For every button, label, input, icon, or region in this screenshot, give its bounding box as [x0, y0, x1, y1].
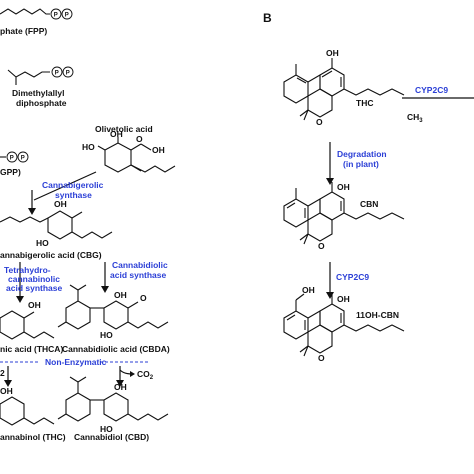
degradation-label-2: (in plant) [343, 159, 379, 169]
svg-text:HO: HO [100, 424, 113, 434]
olivetolic-acid-structure [97, 137, 176, 173]
svg-text:OH: OH [0, 386, 13, 396]
svg-text:HO: HO [100, 330, 113, 340]
svg-text:O: O [140, 293, 147, 303]
thca-synthase-label-2: cannabinolic [8, 274, 60, 284]
dmapp-label-1: Dimethylallyl [12, 88, 64, 98]
thc-structure-a [0, 396, 55, 426]
cbda-label: Cannabidiolic acid (CBDA) [62, 344, 170, 354]
panel-b-label: B [263, 11, 272, 25]
olivetolic-acid-label: Olivetolic acid [95, 124, 153, 134]
fpp-structure: P P [0, 8, 73, 20]
thca-structure [0, 310, 55, 340]
cbn-structure [283, 182, 405, 245]
svg-text:P: P [54, 12, 58, 18]
cbn-label: CBN [360, 199, 378, 209]
non-enzymatic-label: Non-Enzymatic [45, 357, 107, 367]
svg-text:OH: OH [337, 182, 350, 192]
svg-text:O: O [318, 353, 325, 363]
svg-text:2: 2 [0, 368, 5, 378]
svg-text:O: O [136, 134, 143, 144]
svg-text:P: P [55, 70, 59, 76]
thc-label-b: THC [356, 98, 373, 108]
degradation-label-1: Degradation [337, 149, 387, 159]
panel-a: P P phate (FPP) P P Dimethylallyl diphos… [0, 8, 176, 442]
svg-text:OH: OH [337, 294, 350, 304]
thca-label: nic acid (THCA) [0, 344, 63, 354]
svg-text:OH: OH [54, 199, 67, 209]
cbd-label: Cannabidiol (CBD) [74, 432, 149, 442]
thca-synthase-label-1: Tetrahydro- [4, 265, 51, 275]
svg-text:OH: OH [152, 145, 165, 155]
svg-text:P: P [66, 70, 70, 76]
svg-text:OH: OH [326, 48, 339, 58]
cbd-structure [57, 376, 169, 422]
svg-text:OH: OH [114, 290, 127, 300]
cbda-synthase-label-2: acid synthase [110, 270, 166, 280]
thca-synthase-label-3: acid synthase [6, 283, 62, 293]
gpp-structure: P P [0, 151, 29, 163]
thc-structure-b [283, 58, 405, 121]
thc-label-a: annabinol (THC) [0, 432, 66, 442]
co2-label: CO2 [137, 369, 154, 381]
svg-text:OH: OH [28, 300, 41, 310]
svg-text:OH: OH [302, 285, 315, 295]
panel-b: B OH O THC CH3 CYP2C [263, 11, 474, 363]
svg-text:P: P [10, 155, 14, 161]
cyp2c9-label-2: CYP2C9 [336, 272, 369, 282]
cbg-label: annabigerolic acid (CBG) [0, 250, 102, 260]
svg-text:HO: HO [82, 142, 95, 152]
svg-text:O: O [318, 241, 325, 251]
svg-text:OH: OH [114, 382, 127, 392]
dmapp-structure: P P [7, 66, 74, 85]
svg-text:P: P [65, 12, 69, 18]
cbga-synthase-label-1: Cannabigerolic [42, 180, 104, 190]
oh-cbn-label: 11OH-CBN [356, 310, 399, 320]
fpp-label: phate (FPP) [0, 26, 47, 36]
oh-cbn-structure [283, 293, 405, 357]
cbg-structure [0, 210, 113, 240]
cbga-synthase-label-2: synthase [55, 190, 92, 200]
svg-text:P: P [21, 155, 25, 161]
gpp-label: GPP) [0, 167, 21, 177]
cyp2c9-label-1: CYP2C9 [415, 85, 448, 95]
cbda-synthase-label-1: Cannabidiolic [112, 260, 168, 270]
svg-text:OH: OH [110, 129, 123, 139]
ch3-label-1: CH3 [407, 112, 423, 124]
svg-text:O: O [316, 117, 323, 127]
cbda-structure [57, 284, 169, 330]
dmapp-label-2: diphosphate [16, 98, 67, 108]
svg-text:HO: HO [36, 238, 49, 248]
